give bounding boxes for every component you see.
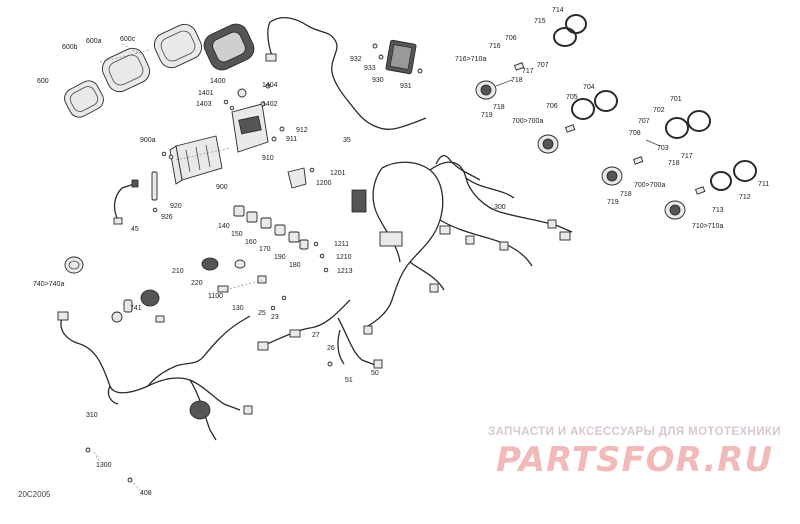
label-408: 408 xyxy=(140,490,152,497)
label-1402: 1402 xyxy=(262,101,278,108)
label-700-700a: 700>700a xyxy=(512,118,544,125)
label-900a: 900a xyxy=(140,137,156,144)
label-160: 160 xyxy=(245,239,257,246)
label-190: 190 xyxy=(274,254,286,261)
watermark-tagline: ЗАПЧАСТИ И АКСЕССУАРЫ ДЛЯ МОТОТЕХНИКИ xyxy=(488,426,781,438)
label-930: 930 xyxy=(372,77,384,84)
gauge-bezel-600b xyxy=(101,47,151,93)
label-27: 27 xyxy=(312,332,320,339)
label-713: 713 xyxy=(712,207,724,214)
label-600b: 600b xyxy=(62,44,78,51)
document-code: 20C2005 xyxy=(18,490,51,499)
label-701: 701 xyxy=(670,96,682,103)
label-210: 210 xyxy=(172,268,184,275)
label-718-under: 718 xyxy=(493,104,505,111)
label-707-mid: 707 xyxy=(638,118,650,125)
label-718-bottom: 718 xyxy=(620,191,632,198)
label-1201: 1201 xyxy=(330,170,346,177)
headlight-700 xyxy=(537,134,559,154)
label-25: 25 xyxy=(258,310,266,317)
label-714: 714 xyxy=(552,7,564,14)
label-220: 220 xyxy=(191,280,203,287)
label-1300: 1300 xyxy=(96,462,112,469)
label-710-710a: 710>710a xyxy=(692,223,724,230)
label-1213: 1213 xyxy=(337,268,353,275)
gauge-cover-600 xyxy=(64,80,104,118)
label-707-top: 707 xyxy=(537,62,549,69)
label-310: 310 xyxy=(86,412,98,419)
label-1100: 1100 xyxy=(208,293,224,300)
relay-set xyxy=(233,205,309,250)
label-715: 715 xyxy=(534,18,546,25)
label-1211: 1211 xyxy=(334,241,350,248)
label-703: 703 xyxy=(657,145,669,152)
label-1401: 1401 xyxy=(198,90,214,97)
gauge-display-unit xyxy=(203,23,255,71)
label-718-mid: 718 xyxy=(668,160,680,167)
label-45: 45 xyxy=(131,226,139,233)
headlight-716 xyxy=(475,79,513,100)
label-600: 600 xyxy=(37,78,49,85)
gauge-lens-600c xyxy=(153,23,203,69)
label-700-700a-bottom: 700>700a xyxy=(634,182,666,189)
module-930 xyxy=(385,39,417,75)
label-705: 705 xyxy=(566,94,578,101)
label-719-bottom: 719 xyxy=(607,199,619,206)
label-26: 26 xyxy=(327,345,335,352)
label-717-top: 717 xyxy=(522,68,534,75)
label-931: 931 xyxy=(400,83,412,90)
label-702: 702 xyxy=(653,107,665,114)
label-926: 926 xyxy=(161,214,173,221)
label-708: 708 xyxy=(629,130,641,137)
headlight-710 xyxy=(664,200,686,220)
harness-310 xyxy=(57,311,253,441)
label-1403: 1403 xyxy=(196,101,212,108)
label-900: 900 xyxy=(216,184,228,191)
label-920: 920 xyxy=(170,203,182,210)
label-130: 130 xyxy=(232,305,244,312)
label-711: 711 xyxy=(758,181,770,188)
label-140: 140 xyxy=(218,223,230,230)
harness-35-path xyxy=(269,16,427,130)
label-150: 150 xyxy=(231,231,243,238)
label-1210: 1210 xyxy=(336,254,352,261)
label-23: 23 xyxy=(271,314,279,321)
label-180: 180 xyxy=(289,262,301,269)
label-933: 933 xyxy=(364,65,376,72)
watermark-brand: PARTSFOR.RU xyxy=(496,440,774,480)
label-716: 716 xyxy=(489,43,501,50)
label-719-top: 719 xyxy=(481,112,493,119)
label-911: 911 xyxy=(286,136,298,143)
label-912: 912 xyxy=(296,127,308,134)
label-706-mid: 706 xyxy=(546,103,558,110)
label-716-710a: 716>710a xyxy=(455,56,487,63)
label-741: 741 xyxy=(130,305,142,312)
label-170: 170 xyxy=(259,246,271,253)
label-300: 300 xyxy=(494,204,506,211)
label-600c: 600c xyxy=(120,36,136,43)
label-51: 51 xyxy=(345,377,353,384)
bracket-910 xyxy=(231,103,269,153)
label-1404: 1404 xyxy=(262,82,278,89)
label-50: 50 xyxy=(371,370,379,377)
label-1400: 1400 xyxy=(210,78,226,85)
label-1200: 1200 xyxy=(316,180,332,187)
headlight-700-b xyxy=(601,166,623,186)
label-600a: 600a xyxy=(86,38,102,45)
control-module-900 xyxy=(169,135,223,185)
label-718-top: 718 xyxy=(511,77,523,84)
label-740: 740>740a xyxy=(33,281,65,288)
label-704: 704 xyxy=(583,84,595,91)
label-706-top: 706 xyxy=(505,35,517,42)
label-932: 932 xyxy=(350,56,362,63)
main-harness-300 xyxy=(351,155,573,335)
label-910: 910 xyxy=(262,155,274,162)
label-717-mid: 717 xyxy=(681,153,693,160)
label-712: 712 xyxy=(739,194,751,201)
label-35: 35 xyxy=(343,137,351,144)
